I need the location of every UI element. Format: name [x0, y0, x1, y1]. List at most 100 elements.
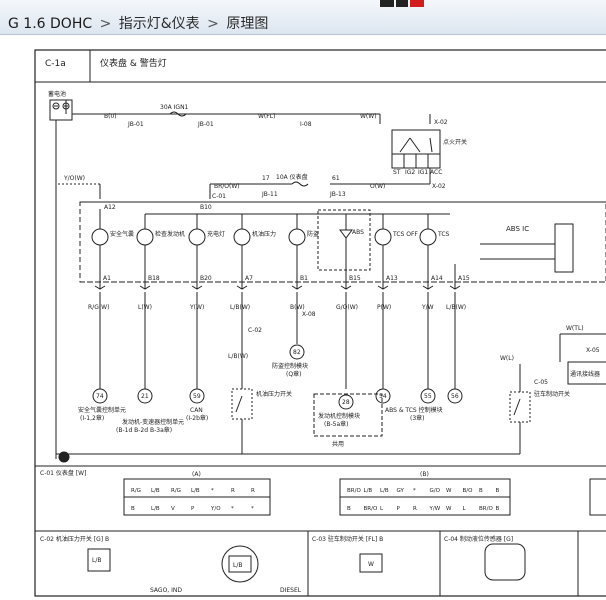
pin-label: A1: [103, 275, 111, 282]
section-title: C-03 驻车制动开关 [FL] B: [312, 535, 383, 543]
connector-pin: L/B: [151, 506, 160, 512]
section-title: C-04 制动液位传感器 [G]: [444, 535, 513, 543]
connector-pin: *: [251, 506, 254, 512]
section-title: C-01 仪表盘 [W]: [40, 469, 86, 477]
ref-number[interactable]: 59: [193, 393, 201, 400]
ref-number[interactable]: 54: [379, 393, 387, 400]
pin-label: L/B: [233, 562, 242, 569]
brand-logo-icon: [380, 0, 424, 7]
diagram-title: 仪表盘 & 警告灯: [100, 57, 167, 69]
wire-label: Y(W): [189, 304, 204, 311]
pin-label: A15: [458, 275, 470, 282]
connector-label: X-08: [302, 311, 316, 318]
lamp-label: 安全气囊: [110, 230, 134, 238]
wire-label: Y/O(W): [63, 175, 85, 182]
module-label: 通讯接线器: [570, 370, 600, 378]
breadcrumb-separator: >: [207, 16, 219, 32]
pin-label: L/B: [92, 557, 101, 564]
connector-pin: *: [211, 488, 214, 494]
lamp-label: 检查发动机: [155, 230, 185, 238]
ign-term-ig1: IG1: [418, 169, 428, 176]
wire-label: B(W): [290, 304, 305, 311]
connector-label: X-02: [434, 119, 448, 126]
ref-caption: (I-1,2章): [80, 414, 104, 422]
connector-pin: L/B: [151, 488, 160, 494]
lamp-label: 充电灯: [207, 230, 225, 238]
ign-term-acc: ACC: [430, 169, 442, 176]
wire-label: W(L): [500, 355, 514, 362]
abs-ic-label: ABS IC: [506, 225, 529, 233]
connector-label: JB-13: [329, 191, 346, 198]
wire-label: 17: [262, 175, 270, 182]
ign-switch-label: 点火开关: [443, 138, 467, 146]
connector-pin: GY: [397, 488, 405, 494]
connector-pin: B: [131, 506, 135, 512]
ref-caption: (B-5a章): [324, 420, 348, 428]
wire-label: BR/O(W): [214, 183, 240, 190]
wire-label: B(0): [104, 113, 117, 120]
wire-label: 61: [332, 175, 340, 182]
breadcrumb-model[interactable]: G 1.6 DOHC: [8, 16, 93, 32]
pin-label: A13: [386, 275, 398, 282]
pin-label: W: [368, 561, 374, 568]
wire-label: W(FL): [258, 113, 275, 120]
pin-label: B20: [200, 275, 212, 282]
connector-pin: BR/O: [347, 488, 361, 494]
ref-caption: (3章): [410, 414, 425, 422]
connector-label: C-05: [534, 379, 548, 386]
connector-pin: W: [446, 506, 452, 512]
connector-label: C-01: [212, 193, 226, 200]
diagram-code: C-1a: [45, 59, 66, 69]
connector-pin: Y/W: [429, 506, 441, 512]
connector-pin: B: [479, 488, 483, 494]
connector-label: JB-01: [197, 121, 214, 128]
connector-pin: G/O: [430, 488, 441, 494]
ref-number[interactable]: 56: [451, 393, 459, 400]
pin-label: B10: [200, 204, 212, 211]
wire-label: W(TL): [566, 325, 584, 332]
battery-label: 蓄电池: [48, 90, 66, 98]
ref-number[interactable]: 55: [424, 393, 432, 400]
ref-number[interactable]: 21: [141, 393, 149, 400]
connector-pin: B: [496, 506, 500, 512]
connector-pin: *: [231, 506, 234, 512]
breadcrumb-separator: >: [99, 16, 112, 32]
connector-label: JB-01: [127, 121, 144, 128]
wire-label: P(W): [377, 304, 391, 311]
connector-pin: P: [397, 506, 401, 512]
ref-number[interactable]: 74: [96, 393, 104, 400]
wire-label: L/B(W): [230, 304, 250, 311]
ref-caption: 安全气囊控制单元: [78, 406, 126, 414]
wiring-diagram: C-1a 仪表盘 & 警告灯 蓄电池 30A IGN1 10A 仪表盘 点火开关…: [34, 49, 606, 597]
breadcrumb-page[interactable]: 原理图: [226, 16, 269, 32]
pin-label: A14: [431, 275, 443, 282]
connector-pin: B: [496, 488, 500, 494]
connector-pin: R: [231, 488, 235, 494]
connector-label: I-08: [300, 121, 312, 128]
connector-pin: L/B: [364, 488, 373, 494]
connector-label: C-02: [248, 327, 262, 334]
connector-pin: *: [413, 488, 416, 494]
pin-label: B18: [148, 275, 160, 282]
ref-number[interactable]: 28: [342, 399, 350, 406]
lamp-label: ABS: [352, 229, 364, 236]
top-bar: G 1.6 DOHC > 指示灯&仪表 > 原理图: [0, 0, 606, 35]
section-title: C-02 机油压力开关 [G] B: [40, 535, 109, 543]
connector-pin: R: [413, 506, 417, 512]
connector-label: X-05: [586, 347, 600, 354]
connector-pin: W: [446, 488, 452, 494]
connector-pin: V: [171, 506, 175, 512]
wire-label: G/O(W): [336, 304, 358, 311]
ref-number[interactable]: 82: [293, 349, 301, 356]
breadcrumb-category[interactable]: 指示灯&仪表: [118, 16, 200, 32]
shared-label: 共用: [332, 440, 344, 448]
ref-caption: (B-1d B-2d B-3a章): [116, 426, 172, 434]
pin-label: A12: [104, 204, 116, 211]
handbrake-label: 驻车制动开关: [534, 390, 570, 398]
connector-pin: L: [380, 506, 384, 512]
connector-pin: BR/O: [479, 506, 493, 512]
lamp-label: 防盗: [307, 230, 319, 238]
connector-pin: B/O: [463, 488, 474, 494]
